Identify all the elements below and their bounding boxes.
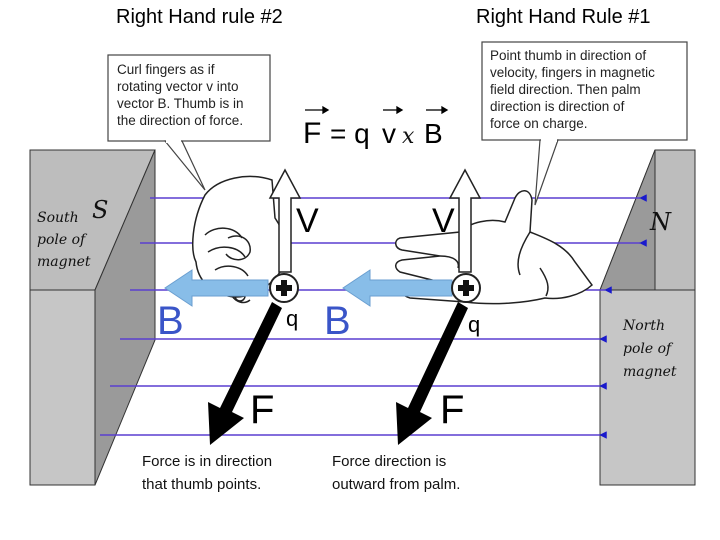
caption-left: Force is in direction that thumb points.	[142, 453, 276, 493]
field-label-left: B	[157, 299, 184, 343]
callout-right-line: field direction. Then palm	[490, 82, 641, 97]
equation-vector-arrows	[305, 105, 449, 115]
equation-f: F	[303, 117, 321, 150]
open-hand-illustration	[395, 190, 594, 305]
force-label-right: F	[440, 388, 464, 432]
callout-right-line: velocity, fingers in magnetic	[490, 65, 655, 80]
force-label-left: F	[250, 388, 274, 432]
b-field-arrow-right	[342, 269, 453, 307]
charge-label-left: q	[286, 306, 298, 331]
equation-cross: x	[402, 124, 415, 149]
field-label-right: B	[324, 299, 351, 343]
callout-left-line: rotating vector v into	[117, 79, 239, 94]
equation-v: v	[382, 118, 396, 149]
force-arrow-left	[208, 302, 282, 445]
equation-equals-q: = q	[330, 118, 370, 149]
velocity-arrow-left	[268, 168, 302, 273]
charge-label-right: q	[468, 312, 480, 337]
callout-right-line: Point thumb in direction of	[490, 48, 646, 63]
callout-left: Curl fingers as if rotating vector v int…	[107, 54, 271, 191]
caption-right: Force direction is outward from palm.	[332, 453, 460, 493]
callout-left-line: the direction of force.	[117, 113, 243, 128]
equation: F = q v x B	[303, 105, 449, 150]
curled-hand-illustration	[192, 175, 287, 304]
callout-right: Point thumb in direction of velocity, fi…	[481, 41, 688, 206]
svg-text:Point thumb in direction of: Point thumb in direction of velocity, fi…	[490, 48, 659, 131]
south-pole-label: South pole of magnet	[37, 210, 91, 270]
charge-left	[269, 273, 299, 303]
velocity-arrow-right	[448, 168, 482, 273]
north-pole-label: North pole of magnet	[622, 318, 677, 380]
svg-text:Curl fingers as if rotat: Curl fingers as if rotating vector v int…	[117, 62, 247, 128]
south-pole-letter: S	[92, 196, 108, 224]
force-arrow-right	[396, 302, 468, 445]
velocity-label-left: V	[296, 202, 319, 240]
callout-left-line: vector B. Thumb is in	[117, 96, 244, 111]
charge-right	[451, 273, 481, 303]
velocity-label-right: V	[432, 202, 455, 240]
title-right-hand-rule-1: Right Hand Rule #1	[476, 6, 651, 28]
title-right-hand-rule-2: Right Hand rule #2	[116, 6, 283, 28]
b-field-arrow-left	[164, 269, 269, 307]
callout-left-line: Curl fingers as if	[117, 62, 215, 77]
south-magnet	[29, 149, 156, 486]
callout-right-line: force on charge.	[490, 116, 588, 131]
equation-b: B	[424, 118, 443, 149]
callout-right-line: direction is direction of	[490, 99, 625, 114]
north-pole-letter: N	[649, 208, 672, 236]
